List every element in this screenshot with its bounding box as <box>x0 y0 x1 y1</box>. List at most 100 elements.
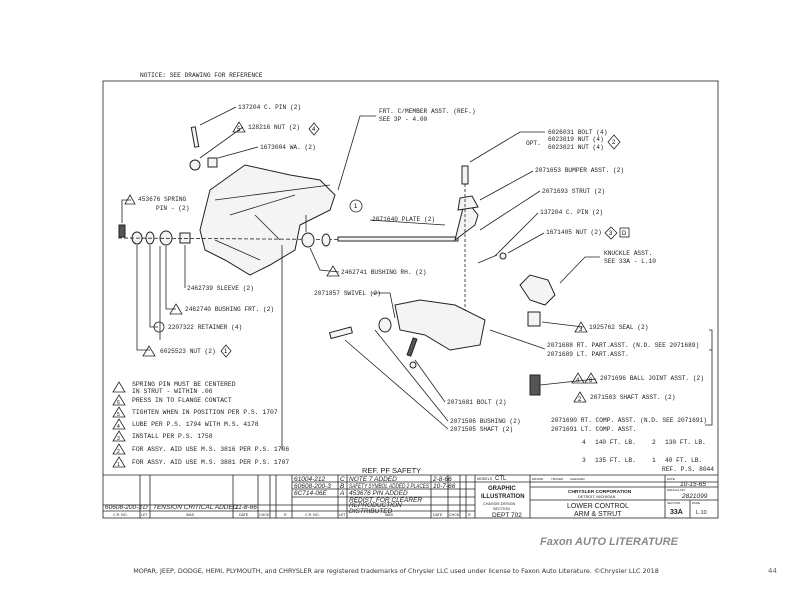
torque-value: 135 FT. LB. <box>595 457 636 464</box>
rev-let: D <box>143 504 148 511</box>
callout-crossmember-ref: SEE 3P - 4.00 <box>379 116 428 123</box>
triangle-bushing-icon <box>326 265 340 277</box>
callout-crossmember: FRT. C/MEMBER ASST. (REF.) <box>379 108 476 115</box>
callout-bumper: 2071653 BUMPER ASST. (2) <box>535 167 624 174</box>
torque-value: 130 FT. LB. <box>665 439 706 446</box>
callout-c-pin-right: 137204 C. PIN (2) <box>540 209 603 216</box>
callout-bolt-6026031: 6026031 BOLT (4) <box>548 129 607 136</box>
callout-rt-comp: 2071690 RT. COMP. ASST. (N.D. SEE 207169… <box>551 417 707 424</box>
triangle-5-icon <box>232 121 246 133</box>
company: CHRYSLER CORPORATION <box>568 489 632 495</box>
drawing-title-line2: ARM & STRUT <box>574 511 622 518</box>
torque-mark: 1 <box>652 457 656 464</box>
torque-mark: 4 <box>582 439 586 446</box>
note-mark: 2 <box>117 449 120 455</box>
diamond-4-label: 4 <box>312 127 316 133</box>
symbols: 5 4 2 3 D 1 1 3 4 6 2 <box>124 121 630 403</box>
callout-nut-128216: 128216 NUT (2) <box>248 124 300 131</box>
note-triangle-icon <box>112 456 126 468</box>
drawing-title-line1: LOWER CONTROL <box>567 503 629 510</box>
footer-trademark: MOPAR, JEEP, DODGE, HEMI, PLYMOUTH, and … <box>133 567 659 575</box>
callout-sleeve: 2462739 SLEEVE (2) <box>187 285 254 292</box>
note-text: TIGHTEN WHEN IN POSITION PER P.S. 1707 <box>132 409 278 416</box>
torque-specs: 4 140 FT. LB. 2 130 FT. LB. 3 135 FT. LB… <box>582 439 714 473</box>
triangle-3-label: 3 <box>579 327 583 333</box>
callout-c-pin-top: 137204 C. PIN (2) <box>238 104 301 111</box>
callout-spring-pin-2: PIN - (2) <box>156 205 189 212</box>
callout-opt: OPT. <box>526 140 541 147</box>
callout-knuckle: KNUCKLE ASST. <box>604 250 652 257</box>
callout-nut-6025523: 6025523 NUT (2) <box>160 348 216 355</box>
torque-value: 140 FT. LB. <box>595 439 636 446</box>
callout-bushing-frt: 2462740 BUSHING FRT. (2) <box>185 306 274 313</box>
torque-value: 40 FT. LB. <box>665 457 702 464</box>
callout-nut-6023019: 6023019 NUT (4) <box>548 136 604 143</box>
rev-date: 2-8-66 <box>432 476 452 483</box>
manual-label: MANUAL NO. <box>667 488 686 492</box>
callout-bolt-2071681: 2071681 BOLT (2) <box>447 399 506 406</box>
header-note: NOTICE: SEE DRAWING FOR REFERENCE <box>140 72 263 79</box>
callout-strut: 2071693 STRUT (2) <box>542 188 605 195</box>
graphic-label: GRAPHIC <box>488 486 516 492</box>
rev-header-let: LET <box>141 513 148 517</box>
triangle-5-label: 5 <box>237 127 241 133</box>
city: DETROIT, MICHIGAN <box>578 495 616 499</box>
callout-nut-1671405: 1671405 NUT (2) <box>546 229 602 236</box>
triangle-5-nut-icon <box>142 345 156 357</box>
rev-header-date: DATE <box>433 513 443 517</box>
callout-washer: 1673004 WA. (2) <box>260 144 316 151</box>
torque-mark: 2 <box>652 439 656 446</box>
page-number: 44 <box>768 567 777 575</box>
note-text: FOR ASSY. AID USE M.S. 3881 PER P.S. 170… <box>132 459 289 466</box>
callout-swivel: 2071857 SWIVEL (2) <box>314 290 381 297</box>
rev-was: REPRODUCTION <box>349 502 402 509</box>
illustration-label: ILLUSTRATION <box>481 494 525 500</box>
note-mark: 3 <box>117 436 120 442</box>
title-block: MODELS CTL GRAPHIC ILLUSTRATION CHASSIS … <box>475 475 718 519</box>
rev-header-cr: C.R. NO. <box>113 513 128 517</box>
torque-reference: REF. P.S. 8044 <box>662 466 714 473</box>
note-text: PRESS IN TO FLANGE CONTACT <box>132 397 232 404</box>
dept: DEPT 702 <box>492 512 522 519</box>
callout-bushing-rh: 2462741 BUSHING RH. (2) <box>341 269 426 276</box>
callout-rt-part: 2071688 RT. PART.ASST. (N.D. SEE 2071689… <box>547 342 699 349</box>
diamond-1-icon <box>220 344 232 358</box>
rev-was: 453676 PIN ADDED <box>349 490 408 497</box>
rev-was: NOTE 7 ADDED <box>349 476 397 483</box>
note-mark: 5 <box>117 412 120 418</box>
rev-header-was: WAS <box>186 513 195 517</box>
circle-1-icon <box>349 199 363 213</box>
models-label: MODELS <box>477 477 493 481</box>
drawn-label: DRAWN <box>532 477 543 481</box>
drawing-border <box>102 80 719 519</box>
note-triangle-icon <box>112 394 126 406</box>
triangle-bushing-frt-icon <box>169 303 183 315</box>
note-triangle-icon <box>112 418 126 430</box>
rev-let: C <box>340 476 345 483</box>
circle-1-retainer-icon <box>153 321 165 333</box>
note-mark: 6 <box>117 400 120 406</box>
callout-shaft-assy: 2071503 SHAFT ASST. (2) <box>590 394 675 401</box>
triangle-spring-icon <box>124 194 136 205</box>
rev-header-chck: CHCK <box>449 513 460 517</box>
d-box-label: D <box>622 231 627 237</box>
ref-pf-safety: REF. PF SAFETY <box>362 466 421 475</box>
triangle-3-icon <box>574 321 588 333</box>
rev-header-cr: C.R. NO. <box>305 513 320 517</box>
rev-let: B <box>340 483 345 490</box>
diamond-4-icon <box>308 122 320 136</box>
triangle-4-label: 4 <box>576 378 580 384</box>
rev-date: 10-7-66 <box>433 483 456 490</box>
rev-cr: 60608-200-3 <box>294 483 331 490</box>
callout-retainer: 2207322 RETAINER (4) <box>168 324 242 331</box>
callout-bushing-2071506: 2071506 BUSHING (2) <box>450 418 521 425</box>
rev-header-r: R <box>468 513 471 517</box>
rev-header-let: LET <box>339 513 346 517</box>
callout-lt-comp: 2071691 LT. COMP. ASST. <box>551 426 636 433</box>
callout-spring-pin: 453676 SPRING <box>138 196 187 203</box>
section-no: 33A <box>670 509 683 516</box>
note-text: LUBE PER P.S. 1794 WITH M.S. 4178 <box>132 421 259 428</box>
rev-let: A <box>339 490 344 497</box>
